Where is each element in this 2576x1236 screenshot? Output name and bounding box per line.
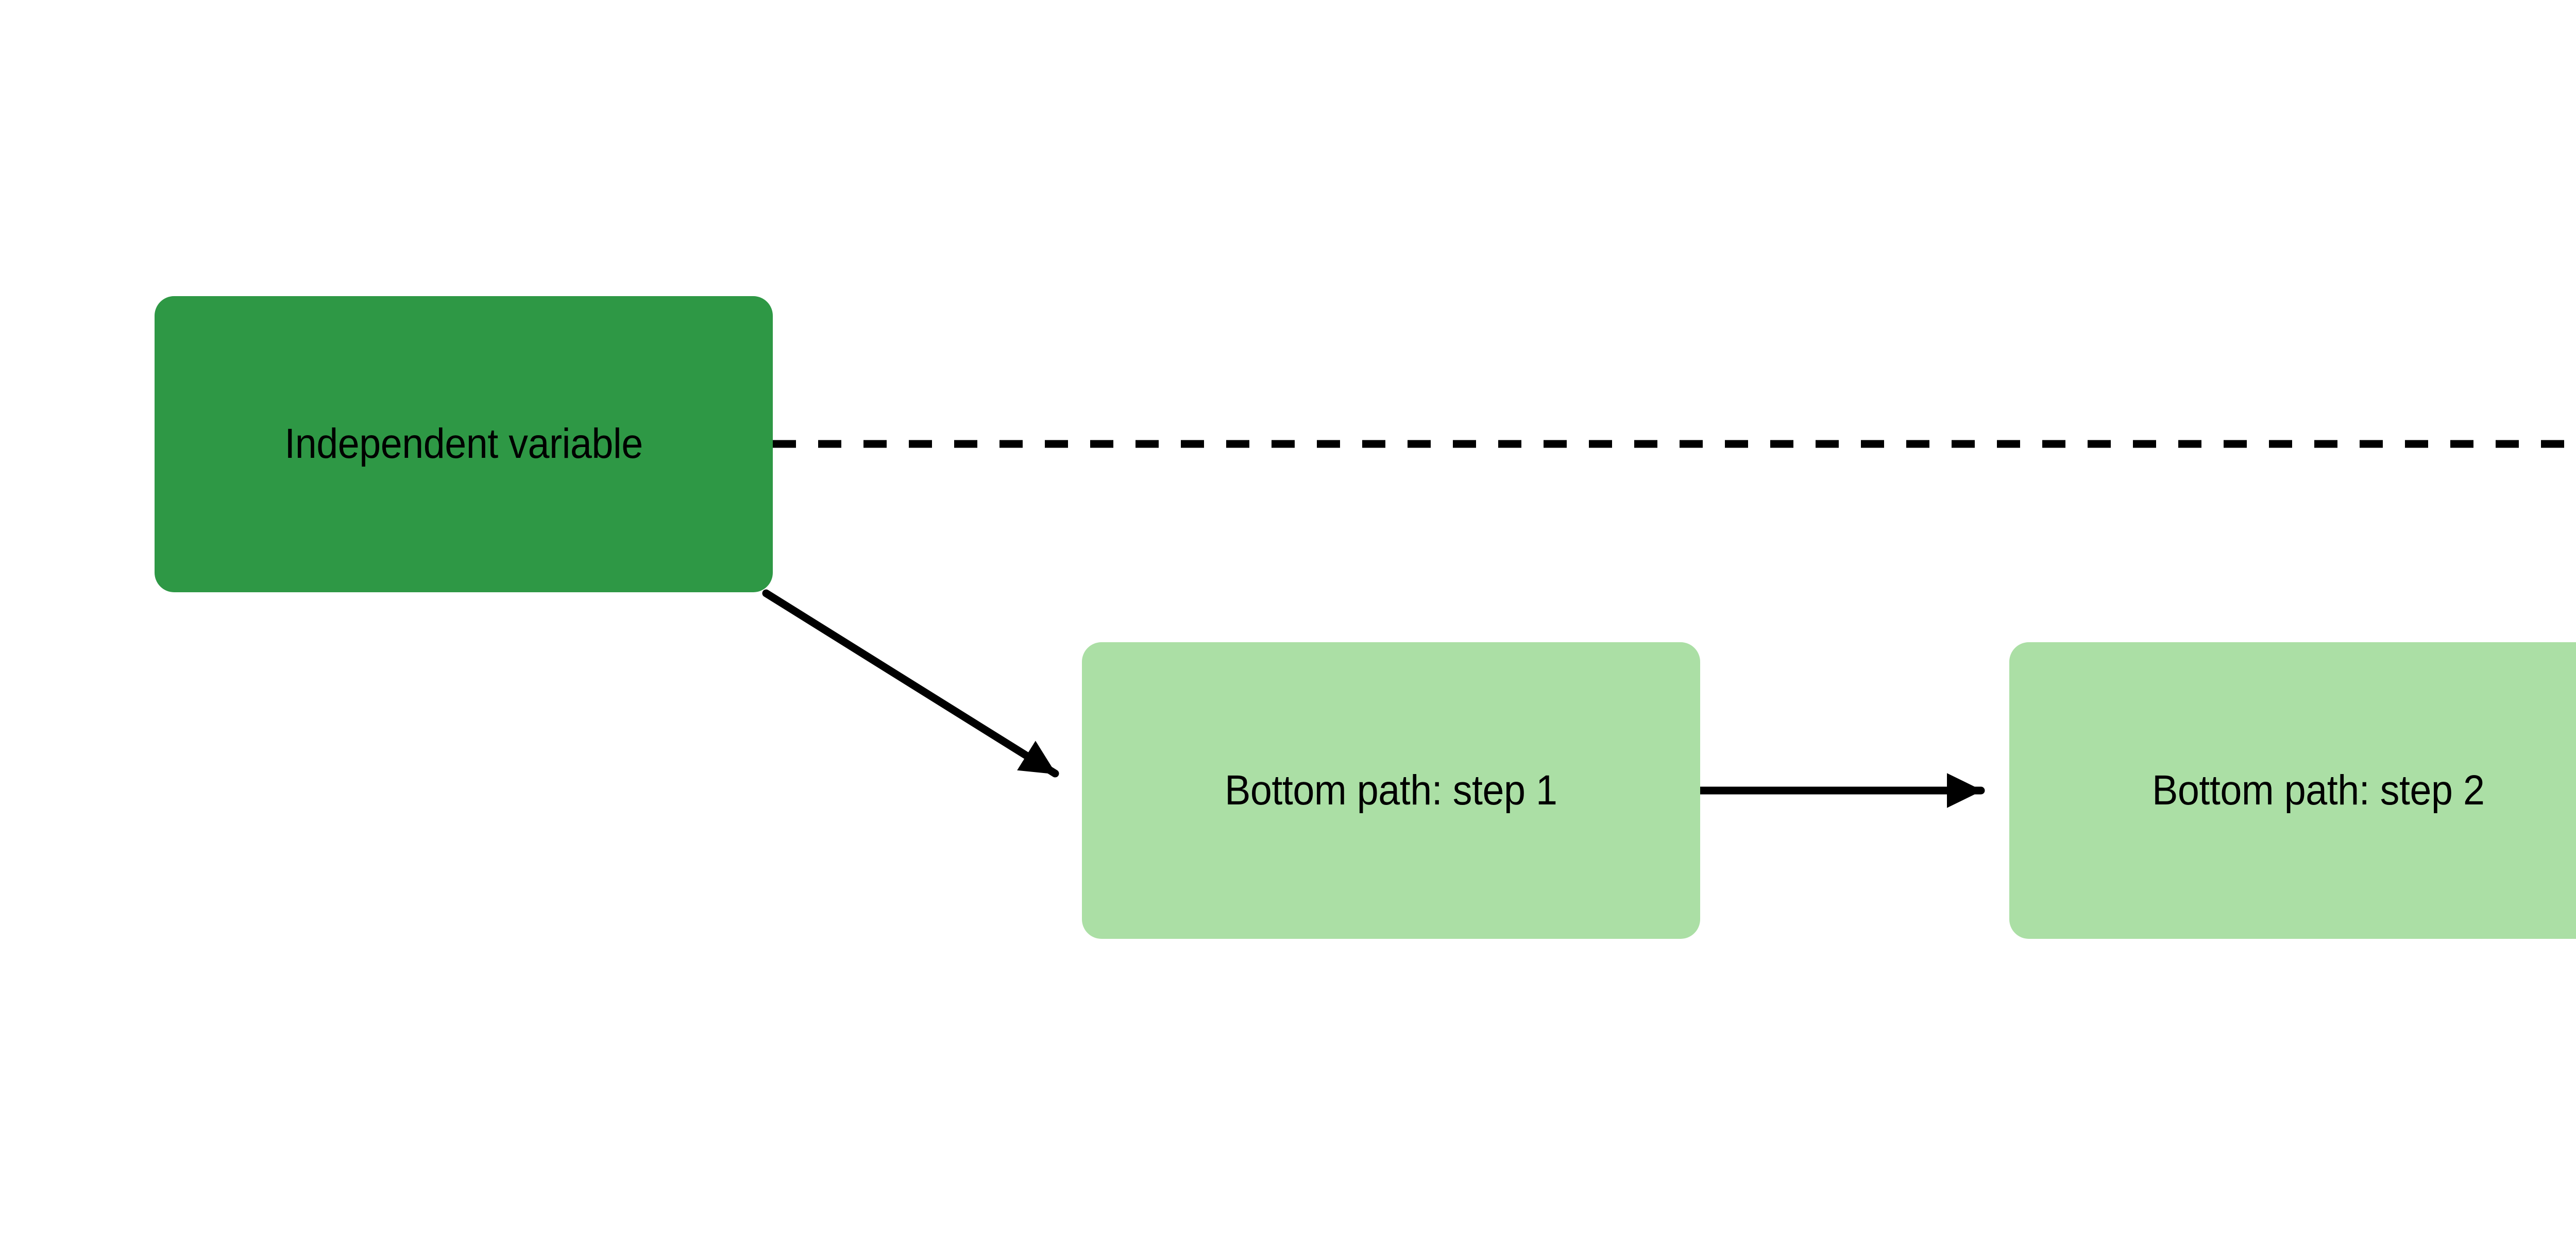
node-bottom-path-step-1[interactable]: Bottom path: step 1 xyxy=(1082,642,1700,939)
node-label-bottom-path-step-2: Bottom path: step 2 xyxy=(2152,766,2485,814)
node-independent-variable[interactable]: Independent variable xyxy=(155,296,773,592)
edge-independent-to-step-1 xyxy=(762,589,1059,778)
node-bottom-path-step-2[interactable]: Bottom path: step 2 xyxy=(2009,642,2576,939)
node-label-independent-variable: Independent variable xyxy=(284,420,643,468)
node-label-bottom-path-step-1: Bottom path: step 1 xyxy=(1225,766,1557,814)
